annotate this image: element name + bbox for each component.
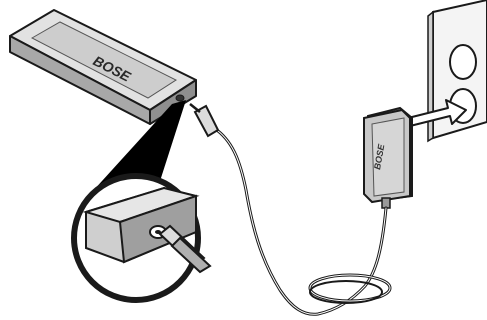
power-adapter-icon: BOSE: [364, 108, 412, 208]
power-port-icon: [176, 95, 184, 101]
dc-plug-icon: [190, 104, 218, 136]
usb-link-device-icon: BOSE: [10, 10, 196, 124]
outlet-socket-top: [450, 45, 476, 79]
magnified-port-detail-icon: [74, 176, 210, 300]
